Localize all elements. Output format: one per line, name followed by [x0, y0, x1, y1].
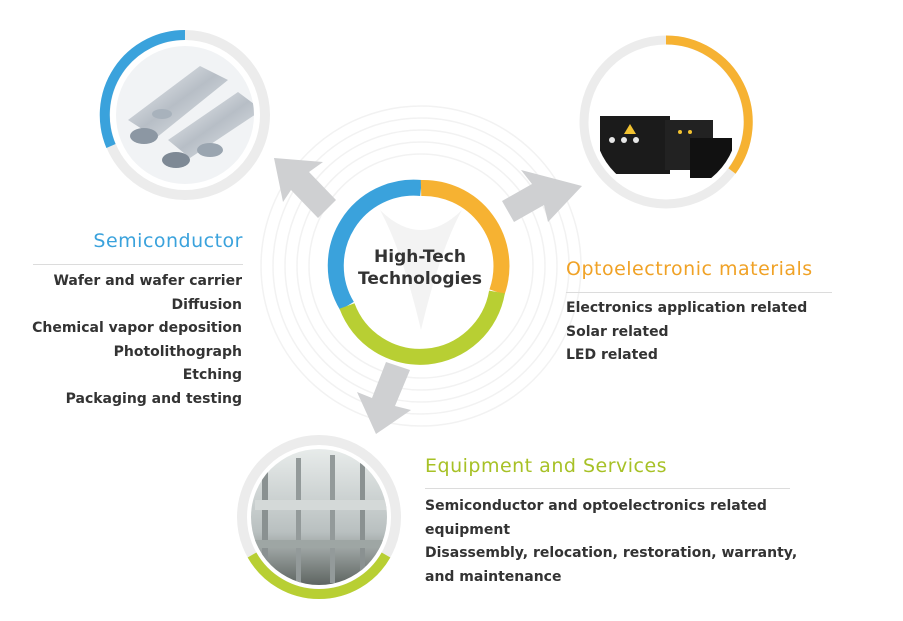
- list-item: Diffusion: [171, 296, 242, 313]
- optoelectronic-list: Electronics application related Solar re…: [566, 297, 866, 368]
- hub-arc-blue: [327, 179, 422, 311]
- list-item: Disassembly, relocation, restoration, wa…: [425, 545, 798, 585]
- optoelectronic-title: Optoelectronic materials: [566, 258, 813, 280]
- list-item: Photolithograph: [113, 343, 242, 360]
- list-item: LED related: [566, 347, 658, 363]
- equipment-title: Equipment and Services: [425, 455, 668, 477]
- optoelectronic-node: [579, 35, 753, 209]
- equipment-arc: [247, 552, 391, 599]
- list-item: Solar related: [566, 323, 669, 340]
- semiconductor-node: [99, 29, 270, 200]
- semiconductor-list: Wafer and wafer carrier Diffusion Chemic…: [20, 270, 242, 411]
- hub-circle: [327, 179, 510, 365]
- arrow-to-optoelectronic: [502, 170, 582, 222]
- list-item: Electronics application related: [566, 300, 808, 316]
- hub-arc-green: [339, 290, 505, 365]
- semiconductor-arc: [99, 29, 186, 148]
- arrow-to-equipment: [357, 362, 411, 434]
- optoelectronic-arc: [665, 35, 753, 174]
- list-item: Wafer and wafer carrier: [53, 273, 242, 289]
- hub-label-line2: Technologies: [358, 269, 482, 289]
- equipment-node: [237, 435, 401, 599]
- hub-watermark: [380, 210, 462, 330]
- semiconductor-photo: [116, 46, 254, 184]
- list-item: Etching: [182, 367, 242, 383]
- equipment-list: Semiconductor and optoelectronics relate…: [425, 495, 805, 589]
- list-item: Chemical vapor deposition: [32, 320, 242, 336]
- semiconductor-divider: [33, 264, 243, 265]
- list-item: Packaging and testing: [65, 390, 242, 407]
- semiconductor-title: Semiconductor: [93, 230, 243, 252]
- equipment-divider: [425, 488, 790, 489]
- background-rings: [260, 105, 582, 427]
- optoelectronic-divider: [566, 292, 832, 293]
- arrow-to-semiconductor: [274, 158, 336, 218]
- hub-arc-orange: [420, 179, 510, 295]
- hub-label-line1: High-Tech: [374, 247, 466, 267]
- list-item: Semiconductor and optoelectronics relate…: [425, 498, 767, 538]
- optoelectronic-photo: [594, 50, 738, 194]
- hub-label: High-Tech Technologies: [340, 246, 500, 290]
- equipment-photo: [251, 449, 387, 585]
